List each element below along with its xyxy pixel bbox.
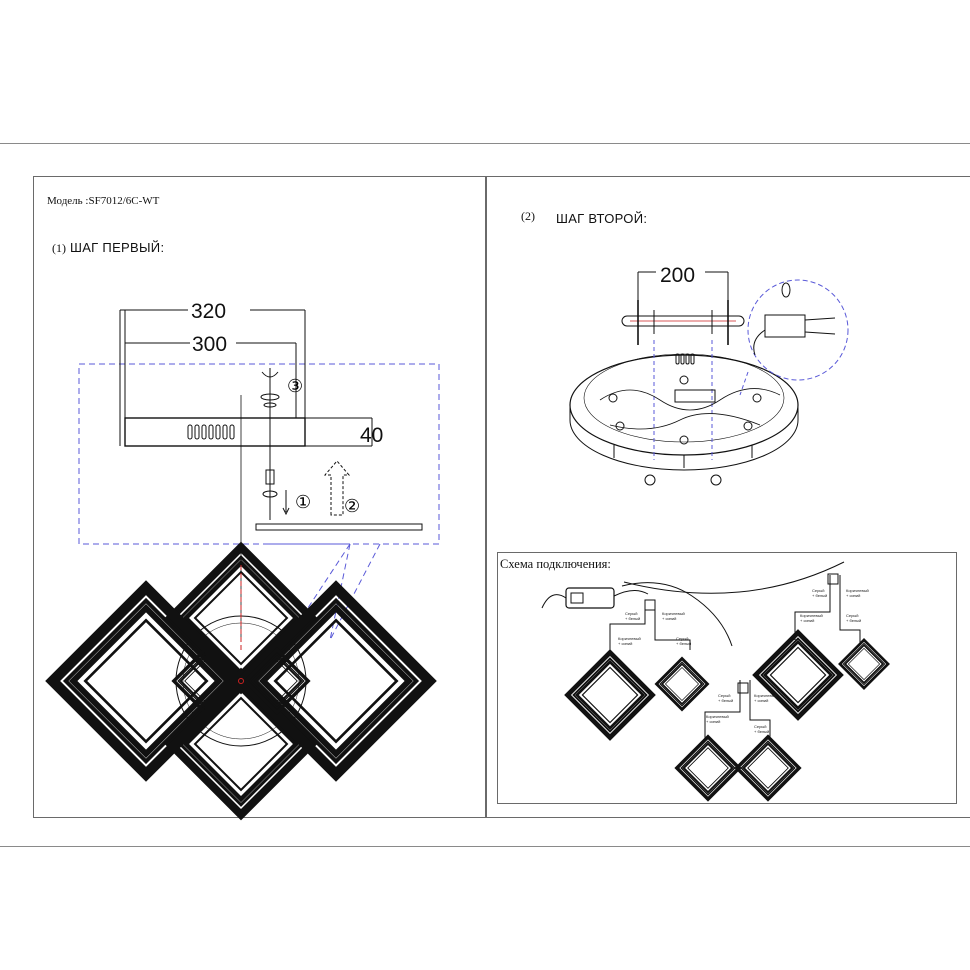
dim-inner-width: 300 [192, 333, 227, 356]
label-brown-3: Коричневый [754, 693, 777, 698]
step-marker-three: ③ [287, 376, 303, 397]
label-white: + белый [625, 616, 640, 621]
label-brown-5: Коричневый [846, 588, 869, 593]
dimension-labels: 320 300 40 ③ ① ② [191, 300, 383, 517]
label-blue-2: + синий [618, 641, 632, 646]
wiring-scheme-title: Схема подключения: [500, 557, 611, 571]
label-blue-5: + синий [846, 593, 860, 598]
label-white-3: + белый [718, 698, 733, 703]
step-one-panel [33, 176, 486, 818]
label-brown-2: Коричневый [618, 636, 641, 641]
label-grey: Серый [625, 611, 637, 616]
label-blue-3: + синий [754, 698, 768, 703]
label-grey-5: Серый [812, 588, 824, 593]
label-blue-4: + синий [706, 719, 720, 724]
label-white-4: + белый [754, 729, 769, 734]
step-marker-two: ② [344, 496, 360, 517]
step-one-title: ШАГ ПЕРВЫЙ: [70, 240, 165, 255]
label-blue: + синий [662, 616, 676, 621]
label-grey-6: Серый [846, 613, 858, 618]
chandelier-top-view [53, 547, 430, 814]
wiring-diagram [541, 561, 890, 801]
label-brown-4: Коричневый [706, 714, 729, 719]
dim-mount-spacing: 200 [660, 264, 695, 287]
label-brown: Коричневый [662, 611, 685, 616]
step-marker-one: ① [295, 492, 311, 513]
dim-height: 40 [360, 424, 383, 447]
step-two-number: (2) [521, 209, 535, 223]
model-label: Модель :SF7012/6C-WT [47, 195, 160, 207]
label-grey-3: Серый [718, 693, 730, 698]
label-white-2: + белый [676, 641, 691, 646]
label-grey-4: Серый [754, 724, 766, 729]
mounting-drawing: 200 [569, 264, 849, 486]
dim-outer-width: 320 [191, 300, 226, 323]
step-one-heading: (1) ШАГ ПЕРВЫЙ: [52, 239, 164, 257]
label-brown-6: Коричневый [800, 613, 823, 618]
label-white-5: + белый [812, 593, 827, 598]
wiring-labels: Серый + белый Коричневый + синий Коричне… [618, 588, 869, 734]
instruction-sheet [0, 143, 970, 847]
label-blue-6: + синий [800, 618, 814, 623]
label-white-6: + белый [846, 618, 861, 623]
step-one-number: (1) [52, 241, 66, 255]
step-two-title: ШАГ ВТОРОЙ: [556, 211, 648, 226]
label-grey-2: Серый [676, 636, 688, 641]
